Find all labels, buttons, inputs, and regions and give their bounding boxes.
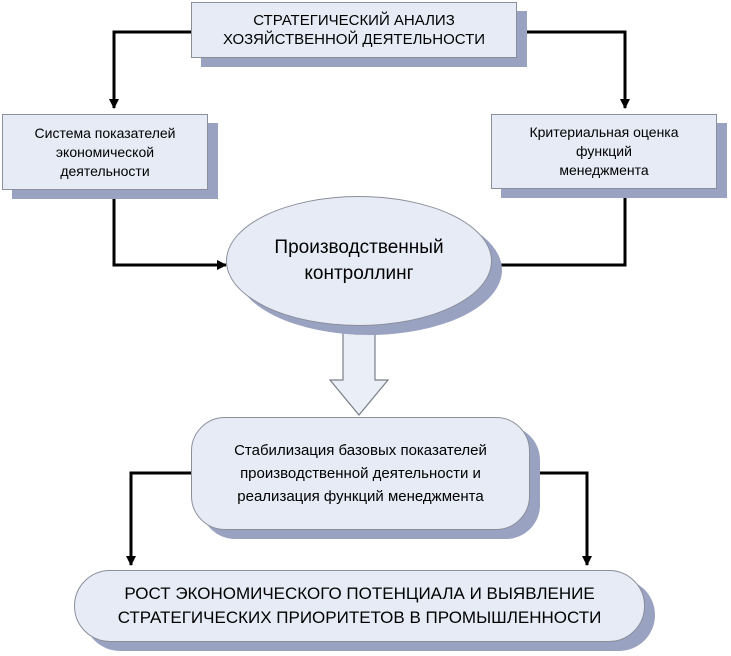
connector-stabilization-to-growth-right xyxy=(530,471,592,566)
indicator-system-label: Система показателей экономической деятел… xyxy=(34,124,176,179)
hollow-down-arrow xyxy=(328,324,390,416)
criteria-assessment-label: Критериальная оценка функций менеджмента xyxy=(529,124,679,178)
connector-stabilization-to-growth-left xyxy=(126,471,191,566)
connector-strategic-to-criteria xyxy=(517,30,630,109)
strategic-analysis-box: СТРАТЕГИЧЕСКИЙ АНАЛИЗ ХОЗЯЙСТВЕННОЙ ДЕЯТ… xyxy=(191,2,517,58)
indicator-system-box: Система показателей экономической деятел… xyxy=(2,114,208,190)
growth-label: РОСТ ЭКОНОМИЧЕСКОГО ПОТЕНЦИАЛА И ВЫЯВЛЕН… xyxy=(117,584,602,627)
connector-indicators-to-controlling xyxy=(112,190,227,270)
stabilization-label: Стабилизация базовых показателей произво… xyxy=(234,442,487,505)
production-controlling-ellipse: Производственный контроллинг xyxy=(226,196,492,326)
production-controlling-label: Производственный контроллинг xyxy=(274,237,444,284)
criteria-assessment-box: Критериальная оценка функций менеджмента xyxy=(491,114,717,189)
strategic-analysis-label: СТРАТЕГИЧЕСКИЙ АНАЛИЗ ХОЗЯЙСТВЕННОЙ ДЕЯТ… xyxy=(222,12,486,48)
stabilization-box: Стабилизация базовых показателей произво… xyxy=(191,417,530,530)
growth-box: РОСТ ЭКОНОМИЧЕСКОГО ПОТЕНЦИАЛА И ВЫЯВЛЕН… xyxy=(74,570,645,642)
connector-strategic-to-indicators xyxy=(109,30,191,109)
connector-criteria-to-controlling xyxy=(490,189,627,270)
